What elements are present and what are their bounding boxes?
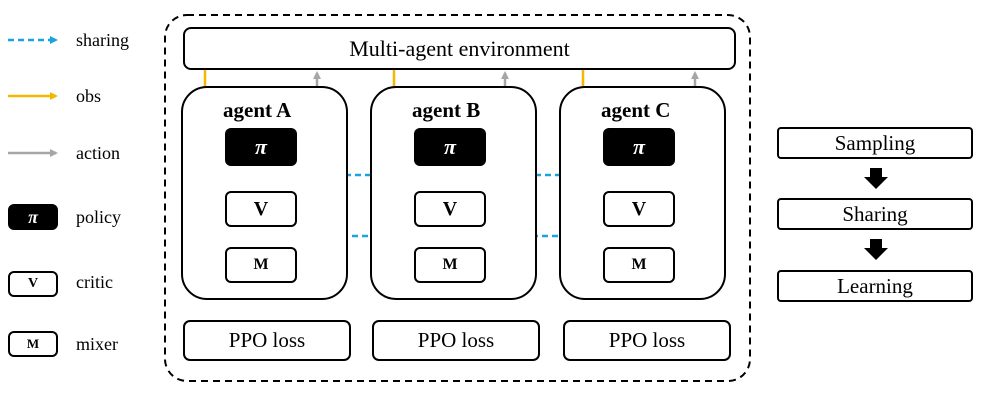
- agent-a-mixer: M: [225, 247, 297, 283]
- agent-a-critic: V: [225, 191, 297, 227]
- agent-c-critic: V: [603, 191, 675, 227]
- legend-obs-label: obs: [76, 86, 102, 106]
- legend-critic-symbol: V: [8, 271, 58, 297]
- legend-policy-symbol: π: [8, 204, 58, 230]
- legend-sharing-label: sharing: [76, 30, 129, 50]
- agent-a-policy: π: [225, 128, 297, 166]
- legend-policy-label: policy: [76, 207, 121, 227]
- pipeline-step-learning: Learning: [777, 270, 973, 302]
- pipeline-arrow-2: [864, 239, 888, 260]
- legend-action-label: action: [76, 143, 120, 163]
- pipeline-step-sharing: Sharing: [777, 198, 973, 230]
- agent-b-policy: π: [414, 128, 486, 166]
- legend-mixer-symbol: M: [8, 331, 58, 357]
- pipeline-arrow-1: [864, 168, 888, 189]
- agent-b-mixer: M: [414, 247, 486, 283]
- system-frame: [164, 14, 751, 382]
- environment-box: Multi-agent environment: [183, 27, 736, 70]
- agent-c-title: agent C: [601, 98, 671, 122]
- agent-c-mixer: M: [603, 247, 675, 283]
- legend-critic-label: critic: [76, 272, 113, 292]
- agent-b-ppo-loss: PPO loss: [372, 320, 540, 361]
- agent-b-critic: V: [414, 191, 486, 227]
- legend-mixer-label: mixer: [76, 334, 118, 354]
- agent-c-ppo-loss: PPO loss: [563, 320, 731, 361]
- agent-a-title: agent A: [223, 98, 292, 122]
- agent-c-policy: π: [603, 128, 675, 166]
- agent-a-ppo-loss: PPO loss: [183, 320, 351, 361]
- pipeline-step-sampling: Sampling: [777, 127, 973, 159]
- agent-b-title: agent B: [412, 98, 481, 122]
